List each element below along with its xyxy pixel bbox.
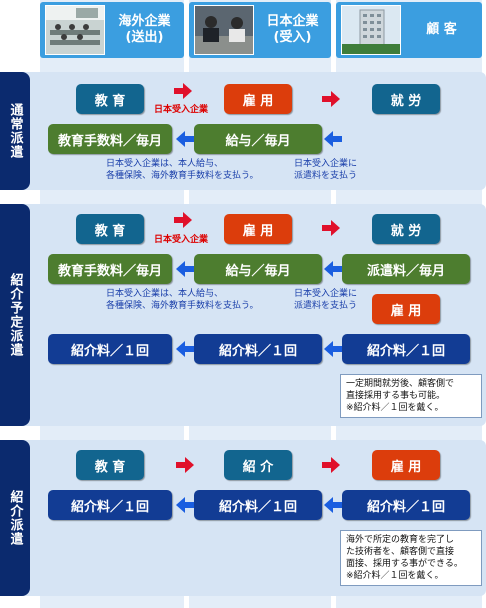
meeting-photo [194, 5, 254, 55]
employment-box: 雇 用 [224, 84, 292, 114]
work-box: 就 労 [372, 214, 440, 244]
edu-fee-box: 教育手数料／毎月 [48, 254, 172, 284]
arrow-right-icon [322, 91, 340, 107]
pays-note: 日本受入企業は、本人給与、 各種保険、海外教育手数料を支払う。 [106, 159, 259, 181]
header-client: 顧 客 [336, 2, 482, 58]
arrow-left-icon [324, 341, 342, 357]
education-box: 教 育 [76, 450, 144, 480]
introduction-box: 紹 介 [224, 450, 292, 480]
row-label-intro: 紹介派遣 [0, 440, 30, 596]
header-client-label: 顧 客 [426, 22, 457, 37]
arrow-right-icon [322, 457, 340, 473]
header-japan: 日本企業 (受入) [189, 2, 331, 58]
intro-fee-box: 紹介料／１回 [194, 490, 322, 520]
japan-receiver-label: 日本受入企業 [154, 105, 209, 115]
classroom-photo [45, 5, 105, 55]
overseas-hire-note: 海外で所定の教育を完了し た技術者を、顧客側で直接 面接、採用する事ができる。 … [340, 530, 482, 586]
work-box: 就 労 [372, 84, 440, 114]
salary-box: 給与／毎月 [194, 124, 322, 154]
dispatch-note: 日本受入企業に 派遣料を支払う [294, 159, 358, 181]
employment-box: 雇 用 [372, 450, 440, 480]
arrow-right-icon [322, 220, 340, 236]
intro-fee-box: 紹介料／１回 [342, 334, 470, 364]
pays-note: 日本受入企業は、本人給与、 各種保険、海外教育手数料を支払う。 [106, 289, 259, 311]
intro-fee-box: 紹介料／１回 [48, 490, 172, 520]
direct-hire-note: 一定期間就労後、顧客側で 直接採用する事も可能。 ※紹介料／１回を戴く。 [340, 374, 482, 418]
arrow-left-icon [324, 497, 342, 513]
arrow-right-icon [174, 212, 192, 228]
arrow-left-icon [176, 497, 194, 513]
intro-fee-box: 紹介料／１回 [194, 334, 322, 364]
intro-fee-box: 紹介料／１回 [342, 490, 470, 520]
building-photo [341, 5, 401, 55]
header-japan-label: 日本企業 (受入) [266, 14, 319, 45]
arrow-right-icon [176, 457, 194, 473]
header-overseas-label: 海外企業 (送出) [118, 14, 171, 45]
arrow-left-icon [324, 261, 342, 277]
arrow-left-icon [176, 131, 194, 147]
employment-box: 雇 用 [224, 214, 292, 244]
education-box: 教 育 [76, 214, 144, 244]
education-box: 教 育 [76, 84, 144, 114]
row-label-regular: 通常派遣 [0, 72, 30, 190]
arrow-left-icon [176, 341, 194, 357]
arrow-left-icon [324, 131, 342, 147]
employment-box: 雇 用 [372, 294, 440, 324]
arrow-left-icon [176, 261, 194, 277]
intro-fee-box: 紹介料／１回 [48, 334, 172, 364]
header-overseas: 海外企業 (送出) [40, 2, 184, 58]
arrow-right-icon [174, 83, 192, 99]
row-label-intro-dispatch: 紹介予定派遣 [0, 204, 30, 426]
dispatch-fee-box: 派遣料／毎月 [342, 254, 470, 284]
edu-fee-box: 教育手数料／毎月 [48, 124, 172, 154]
salary-box: 給与／毎月 [194, 254, 322, 284]
dispatch-note: 日本受入企業に 派遣料を支払う [294, 289, 358, 311]
japan-receiver-label: 日本受入企業 [154, 235, 209, 245]
